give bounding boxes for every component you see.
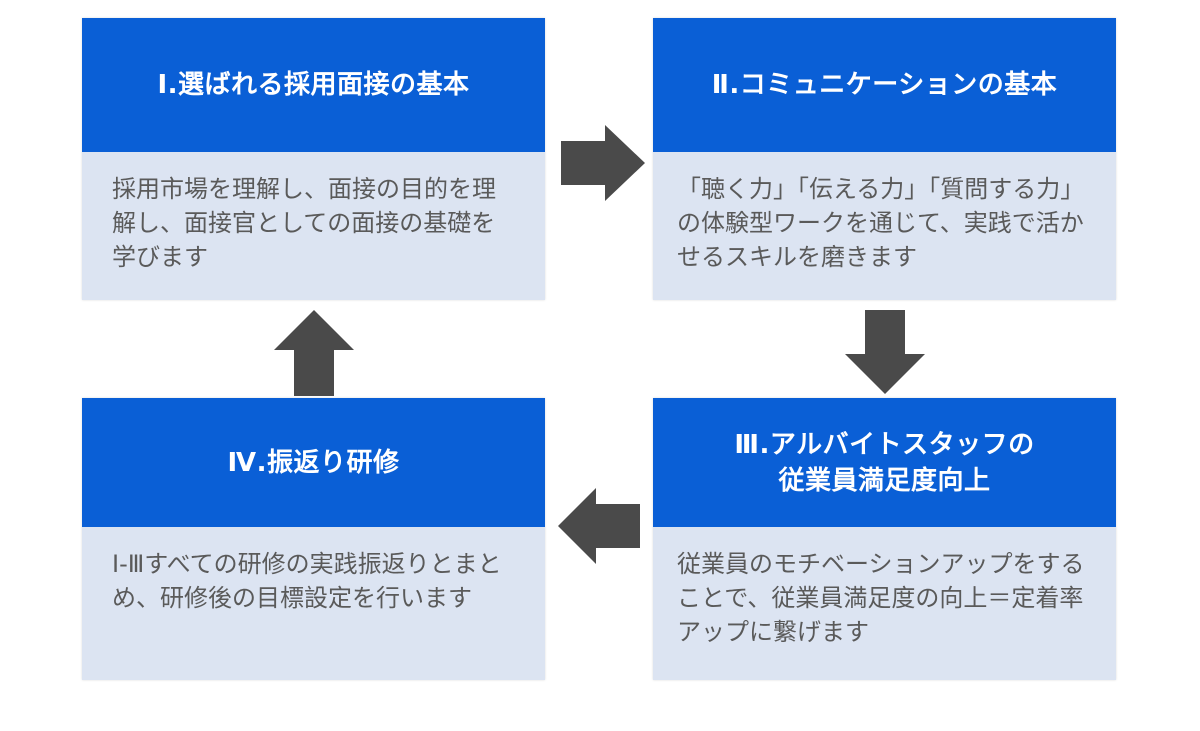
step-4-title: Ⅳ.振返り研修 (82, 398, 545, 527)
step-2-title: Ⅱ.コミュニケーションの基本 (653, 18, 1116, 152)
arrow-down-icon (845, 310, 925, 394)
step-2-description: 「聴く力」「伝える力」「質問する力」の体験型ワークを通じて、実践で活かせるスキル… (653, 152, 1116, 300)
step-1-box: Ⅰ.選ばれる採用面接の基本 採用市場を理解し、面接の目的を理解し、面接官としての… (82, 18, 545, 300)
step-3-title-line2: 従業員満足度向上 (778, 465, 991, 496)
arrow-right-icon (561, 125, 645, 201)
step-2-box: Ⅱ.コミュニケーションの基本 「聴く力」「伝える力」「質問する力」の体験型ワーク… (653, 18, 1116, 300)
step-1-description: 採用市場を理解し、面接の目的を理解し、面接官としての面接の基礎を学びます (82, 152, 545, 300)
step-3-title: Ⅲ.アルバイトスタッフの 従業員満足度向上 (653, 398, 1116, 527)
step-3-box: Ⅲ.アルバイトスタッフの 従業員満足度向上 従業員のモチベーションアップをするこ… (653, 398, 1116, 680)
arrow-up-icon (274, 310, 354, 396)
step-4-description: Ⅰ-Ⅲすべての研修の実践振返りとまとめ、研修後の目標設定を行います (82, 527, 545, 680)
step-4-box: Ⅳ.振返り研修 Ⅰ-Ⅲすべての研修の実践振返りとまとめ、研修後の目標設定を行いま… (82, 398, 545, 680)
arrow-left-icon (558, 488, 640, 564)
step-3-title-line1: Ⅲ.アルバイトスタッフの (734, 429, 1035, 460)
step-3-description: 従業員のモチベーションアップをすることで、従業員満足度の向上＝定着率アップに繋げ… (653, 527, 1116, 680)
step-1-title: Ⅰ.選ばれる採用面接の基本 (82, 18, 545, 152)
